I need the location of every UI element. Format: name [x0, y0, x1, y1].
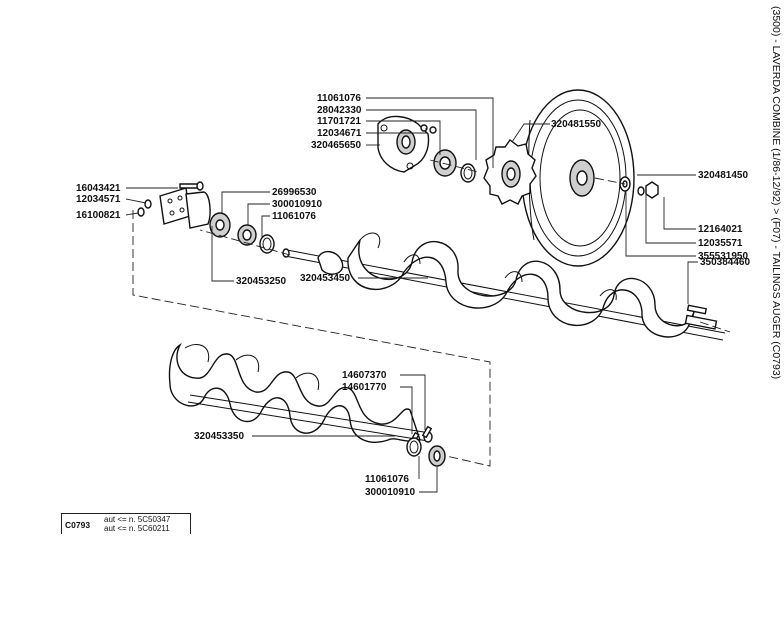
- part-label: 12034571: [76, 194, 121, 205]
- part-label: 14607370: [342, 370, 387, 381]
- assembly-lines: [132, 159, 731, 467]
- part-label: 11061076: [317, 93, 361, 104]
- part-label: 320453450: [300, 273, 350, 284]
- pulley: [521, 89, 635, 267]
- part-label: 12034671: [317, 128, 362, 139]
- diagram-title: (3500) - LAVERDA COMBINE (1/86-12/92) > …: [770, 6, 782, 380]
- part-label: 320465650: [311, 140, 361, 151]
- reference-code: C0793: [65, 520, 91, 530]
- reference-line-1: aut <= n. 5C50347: [104, 515, 171, 524]
- sprocket: [483, 139, 537, 205]
- upper-auger: [282, 232, 726, 341]
- part-label: 11061076: [272, 211, 316, 222]
- part-label: 300010910: [365, 487, 415, 498]
- part-label: 28042330: [317, 105, 362, 116]
- bolt: [196, 181, 204, 191]
- reference-box: C0793 aut <= n. 5C50347 aut <= n. 5C6021…: [61, 513, 191, 534]
- leader-lines: [125, 97, 698, 493]
- part-label: 320453350: [194, 431, 244, 442]
- part-label: 11701721: [317, 116, 361, 127]
- reference-line-2: aut <= n. 5C60211: [104, 524, 170, 533]
- left-bracket-bearing: [137, 183, 275, 254]
- part-label: 16100821: [76, 210, 121, 221]
- part-label: 14601770: [342, 382, 387, 393]
- part-labels: 11061076 28042330 11701721 12034671 3204…: [76, 93, 750, 498]
- part-label: 300010910: [272, 199, 322, 210]
- part-label: 12164021: [698, 224, 743, 235]
- part-label: 12035571: [698, 238, 743, 249]
- part-label: 320481550: [551, 119, 601, 130]
- part-label: 11061076: [365, 474, 409, 485]
- part-label: 350384460: [700, 257, 750, 268]
- part-label: 26996530: [272, 187, 317, 198]
- part-label: 355531950: [698, 251, 748, 262]
- part-label: 320453250: [236, 276, 286, 287]
- right-flange-bearing: [377, 115, 476, 183]
- part-label: 320481450: [698, 170, 748, 181]
- part-label: 16043421: [76, 183, 121, 194]
- lower-bearing: [406, 437, 446, 467]
